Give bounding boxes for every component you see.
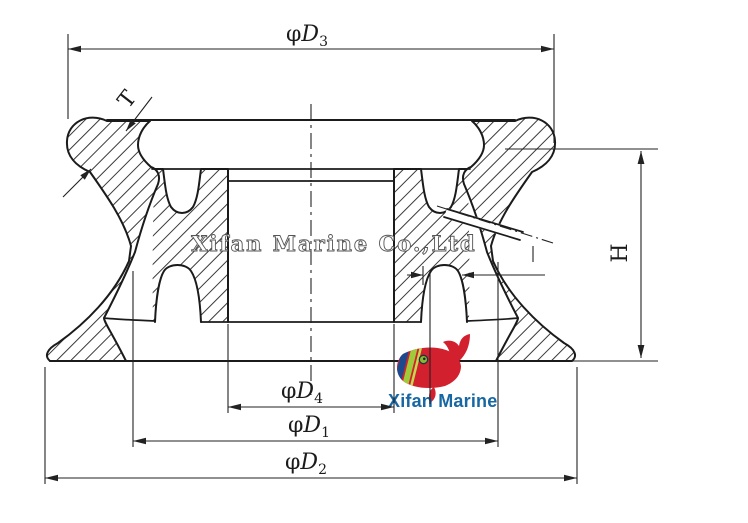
watermark-text: Xifan Marine Co.,Ltd	[191, 231, 476, 256]
left-half-section	[45, 116, 312, 362]
dimension-d1: φD1	[132, 262, 499, 447]
whale-logo-icon	[397, 334, 470, 403]
whale-fin	[429, 387, 436, 403]
passage-centerline	[436, 205, 554, 244]
dim-label-d2: φD2	[285, 450, 327, 478]
company-logo: Xifan Marine	[388, 334, 497, 411]
dim-label-h: H	[608, 243, 633, 262]
logo-text: Xifan Marine	[388, 391, 497, 411]
grease-passage	[436, 205, 554, 262]
dim-label-d4: φD4	[281, 379, 323, 407]
dimension-h: H	[505, 148, 658, 362]
dimension-d2: φD2	[44, 367, 578, 484]
dim-label-t: T	[113, 86, 142, 113]
dim-label-d3: φD3	[286, 22, 328, 50]
whale-tail	[443, 334, 470, 362]
dimension-d3: φD3	[67, 22, 555, 143]
base-top-line	[103, 317, 156, 322]
dimension-arch-width	[407, 266, 545, 404]
dim-label-d1: φD1	[288, 413, 330, 441]
whale-head-stripes	[397, 347, 424, 389]
dimension-d4: φD4	[227, 324, 395, 413]
